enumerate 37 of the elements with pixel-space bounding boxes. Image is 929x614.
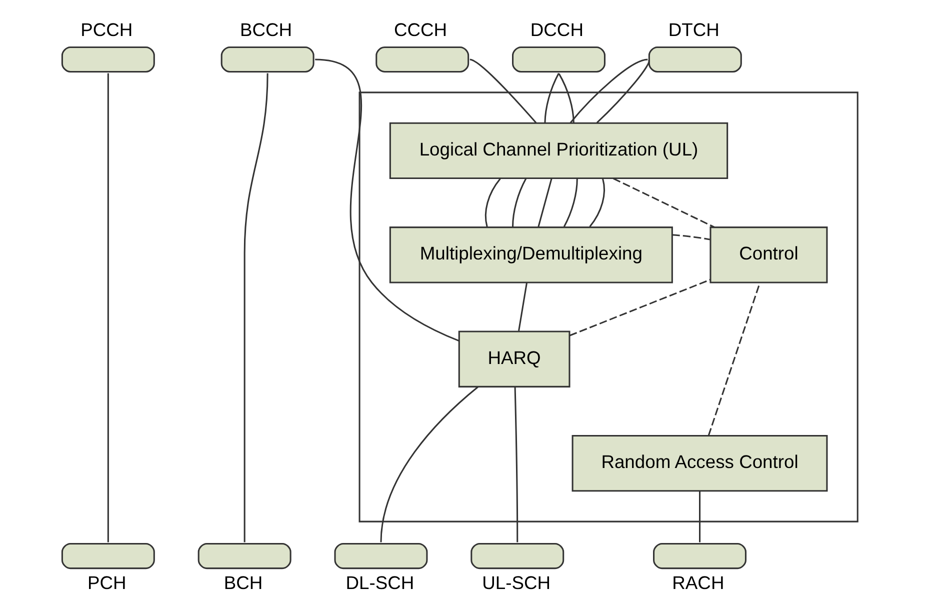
node-box: Control bbox=[710, 226, 828, 284]
connector bbox=[107, 73, 109, 542]
node-box: Logical Channel Prioritization (UL) bbox=[389, 122, 728, 180]
connector bbox=[484, 178, 501, 227]
node-box: Multiplexing/Demultiplexing bbox=[389, 226, 673, 284]
connector bbox=[470, 58, 537, 124]
connector bbox=[672, 234, 710, 240]
connector bbox=[244, 73, 268, 542]
connector bbox=[314, 58, 460, 342]
node-box: HARQ bbox=[458, 330, 570, 388]
node-label: BCH bbox=[224, 572, 263, 594]
node-label: PCH bbox=[87, 572, 126, 594]
node-label: BCCH bbox=[240, 18, 292, 40]
cluster bbox=[358, 92, 858, 522]
connector bbox=[538, 178, 552, 227]
connector bbox=[544, 72, 560, 122]
connector bbox=[708, 282, 761, 436]
connector bbox=[512, 178, 527, 227]
connector bbox=[589, 178, 606, 228]
connector bbox=[563, 178, 578, 227]
connector bbox=[596, 60, 650, 124]
node-label: PCCH bbox=[80, 18, 133, 40]
connector bbox=[514, 387, 518, 542]
connector bbox=[570, 58, 648, 124]
connector bbox=[380, 386, 478, 542]
connector bbox=[518, 282, 528, 331]
node-label: CCCH bbox=[394, 18, 448, 40]
connector bbox=[613, 178, 715, 228]
node-label: RACH bbox=[672, 572, 724, 594]
connector bbox=[570, 278, 711, 336]
node-label: DTCH bbox=[668, 18, 720, 40]
node-label: UL-SCH bbox=[482, 572, 551, 594]
node-label: DL-SCH bbox=[346, 572, 414, 594]
node-box: Random Access Control bbox=[572, 434, 828, 492]
connector bbox=[558, 73, 574, 123]
connector bbox=[698, 491, 701, 542]
node-label: DCCH bbox=[530, 18, 584, 40]
